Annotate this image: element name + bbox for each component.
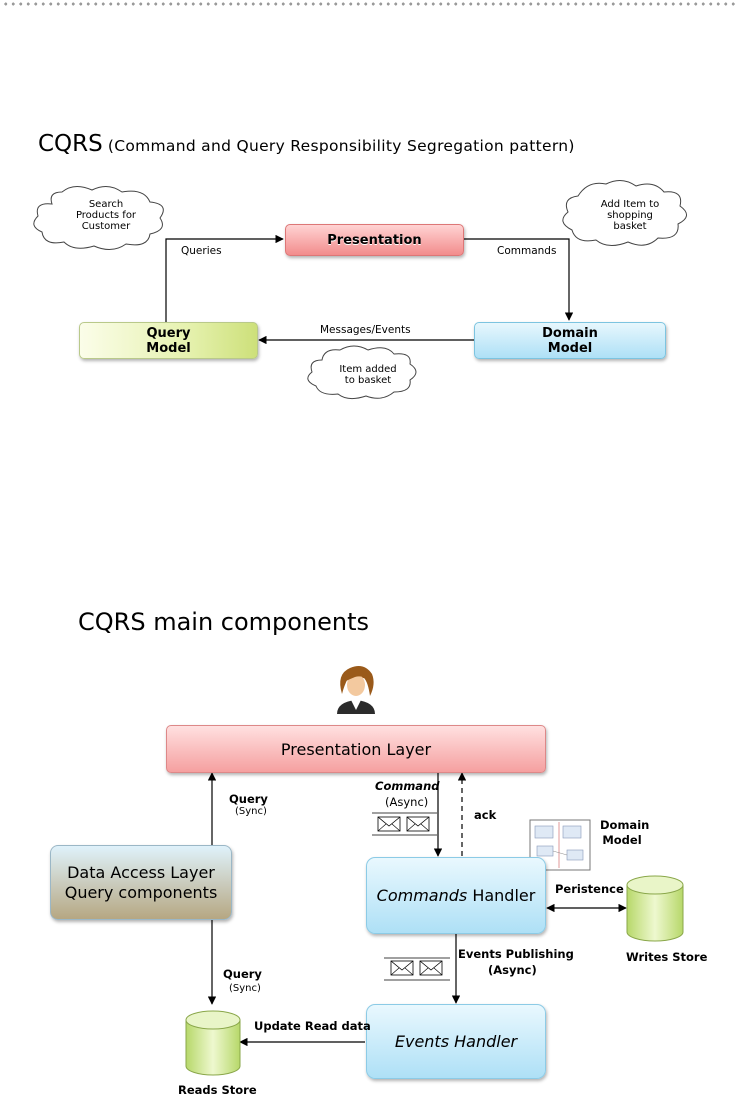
events-publishing-label: Events Publishing [458,947,574,961]
query-model-box: Query Model [79,322,258,359]
events-async-label: (Async) [488,963,537,977]
command-label: Command [375,779,440,793]
reads-store-label: Reads Store [178,1083,257,1097]
diagram1-title-main: CQRS [38,131,103,157]
events-handler-label: Events Handler [394,1032,518,1051]
user-avatar-icon [337,666,375,714]
events-handler-box: Events Handler [366,1004,546,1079]
sync-label: (Sync) [235,806,267,817]
queries-arrow [165,234,284,322]
messages-events-label: Messages/Events [320,324,411,336]
cloud-add-shape [562,180,687,246]
diagram2-title: CQRS main components [78,608,370,636]
domain-model-line1: Domain [542,325,598,341]
data-access-layer-box: Data Access Layer Query components [50,845,232,920]
sync2-label: (Sync) [229,983,261,994]
queries-label: Queries [181,245,222,257]
cloud-search-text: Search Products for Customer [75,199,137,232]
writes-store-label: Writes Store [626,950,708,964]
domain-model-box: Domain Model [474,322,666,359]
commands-handler-box: Commands Handler [366,857,546,934]
dotted-border [0,0,738,8]
query-model-line2: Model [146,340,191,356]
async-label: (Async) [385,795,429,809]
reads-store-cylinder [185,1010,241,1076]
cloud-added-shape [307,345,417,400]
cloud-search-shape [33,186,164,250]
ack-label: ack [474,808,497,822]
domain-model-line2: Model [547,340,593,356]
diagram1-title: CQRS (Command and Query Responsibility S… [38,131,575,157]
cloud-added-text: Item added to basket [339,364,397,386]
presentation-layer-box: Presentation Layer [166,725,546,773]
domain-model-label: Domain Model [600,818,650,847]
query2-label: Query [223,967,262,981]
presentation-label: Presentation [327,232,422,248]
command-envelopes [372,812,437,836]
peristence-label: Peristence [555,882,624,896]
cloud-add-text: Add Item to shopping basket [600,199,660,232]
update-read-label: Update Read data [254,1019,371,1033]
commands-handler-suffix: Handler [467,886,536,905]
commands-label: Commands [497,245,557,257]
events-envelopes [384,957,450,981]
dal-line1: Data Access Layer [67,862,215,882]
commands-handler-prefix: Commands [376,886,468,905]
commands-arrow [463,238,574,321]
writes-store-cylinder [626,875,684,942]
diagram1-title-sub: (Command and Query Responsibility Segreg… [107,137,575,155]
query-model-line1: Query [146,325,191,341]
query-label: Query [229,792,268,806]
dal-line2: Query components [64,882,218,902]
presentation-box: Presentation [285,224,464,256]
presentation-layer-label: Presentation Layer [280,739,432,759]
